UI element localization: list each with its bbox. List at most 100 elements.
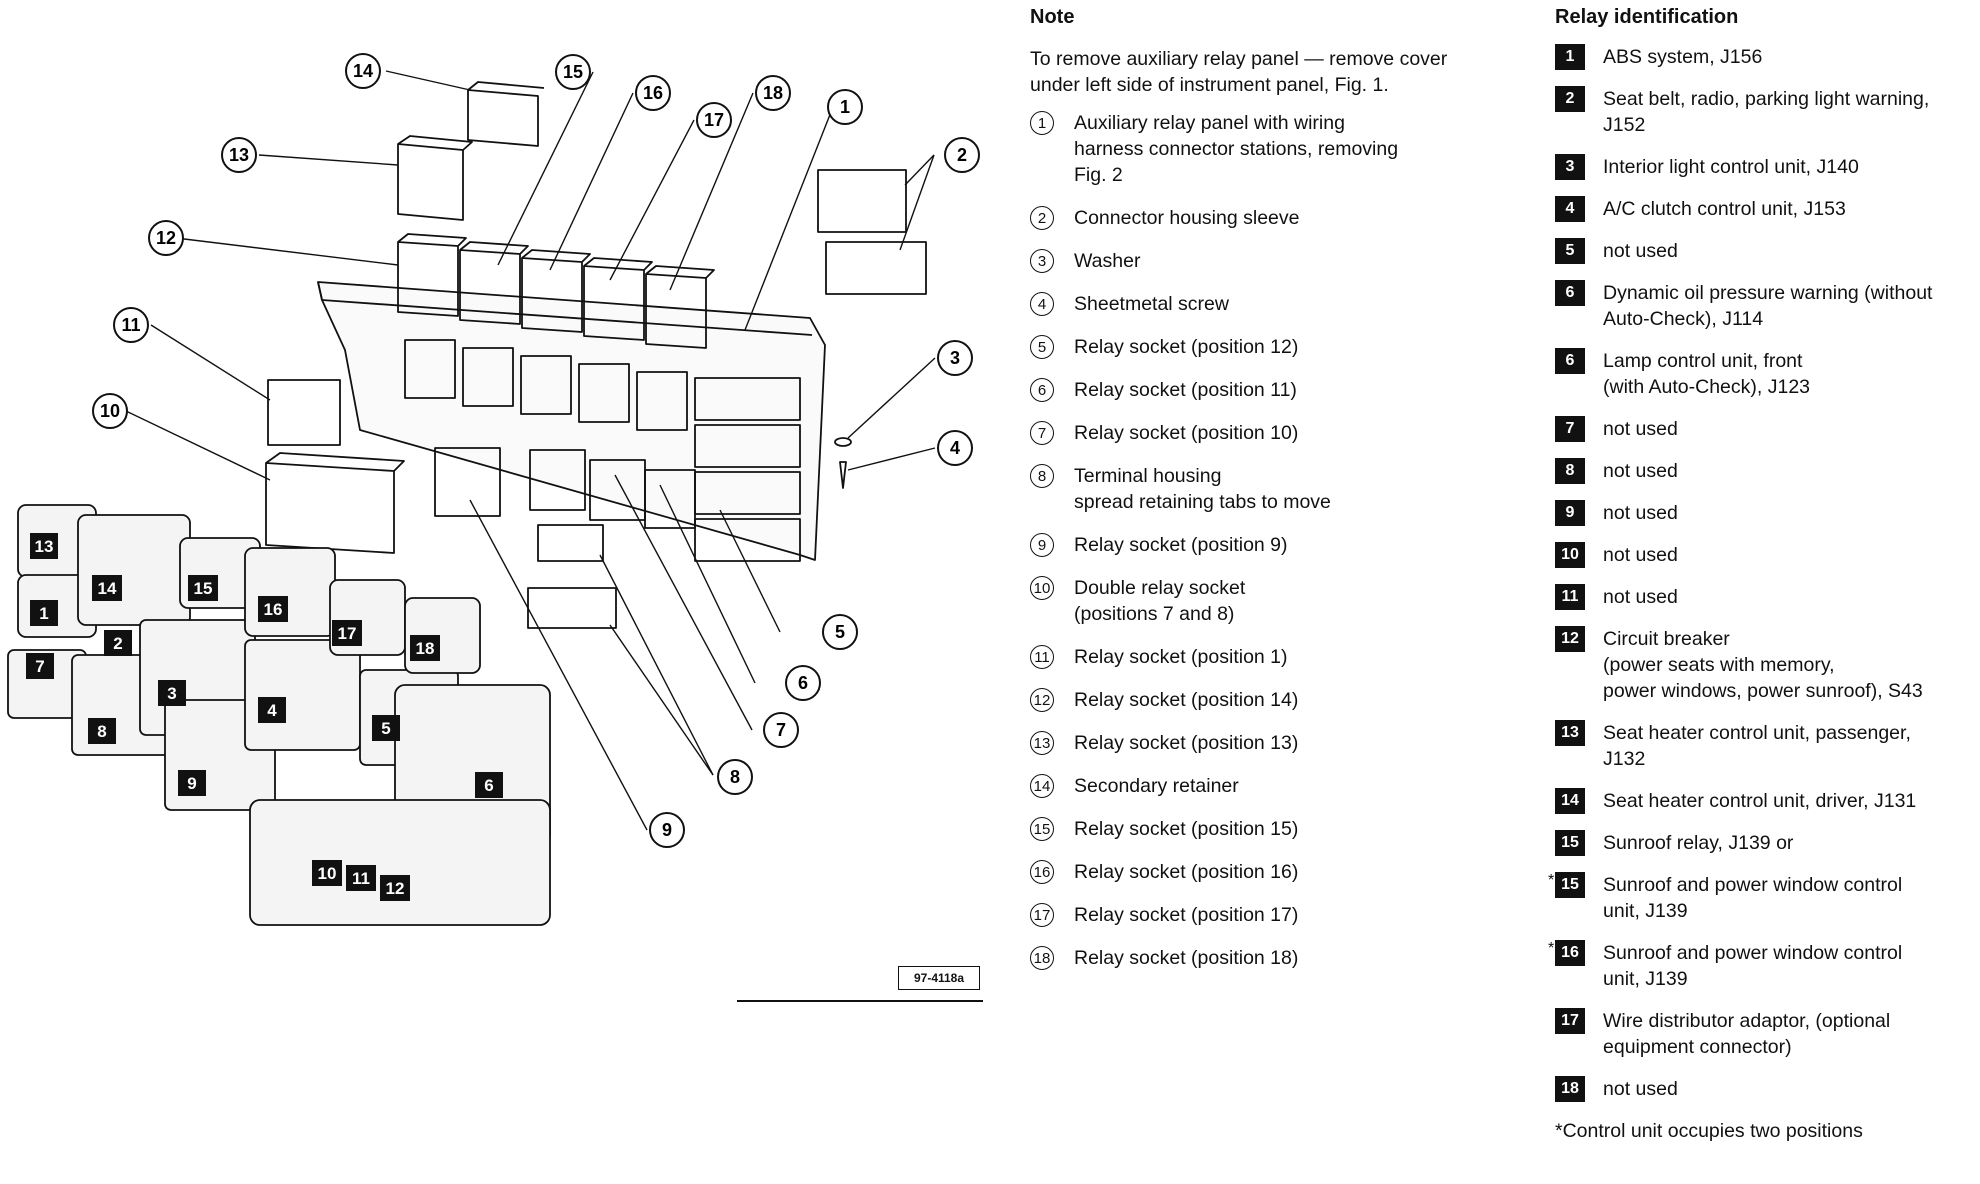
socket-13-part — [397, 135, 473, 221]
relay-text: not used — [1603, 1078, 1678, 1100]
legend-text: Relay socket (position 18) — [1074, 947, 1299, 969]
legend-number: 1 — [1030, 111, 1054, 135]
relay-text: A/C clutch control unit, J153 — [1603, 198, 1846, 220]
svg-text:2: 2 — [957, 145, 967, 165]
legend-number: 12 — [1030, 688, 1054, 712]
callout-13: 13 — [221, 137, 257, 173]
svg-text:14: 14 — [98, 579, 117, 598]
callout-1: 1 — [827, 89, 863, 125]
svg-text:13: 13 — [35, 537, 54, 556]
callout-10: 10 — [92, 393, 128, 429]
relay-label-3: 3 — [158, 680, 186, 706]
relay-label-17: 17 — [332, 620, 362, 646]
washer-part — [834, 437, 852, 447]
legend-text: Relay socket (position 13) — [1074, 732, 1299, 754]
relay-identification-title: Relay identification — [1555, 6, 1739, 28]
svg-text:4: 4 — [950, 438, 960, 458]
relay-label-18: 18 — [410, 635, 440, 661]
relay-text: Interior light control unit, J140 — [1603, 156, 1859, 178]
relay-star: * — [1548, 872, 1555, 889]
svg-text:10: 10 — [100, 401, 120, 421]
svg-text:17: 17 — [704, 110, 724, 130]
relay-text: Seat heater control unit, passenger, J13… — [1603, 722, 1911, 770]
relay-number: 11 — [1555, 584, 1585, 610]
connector-housing-sleeve — [817, 169, 907, 233]
callout-7: 7 — [763, 712, 799, 748]
legend-number: 15 — [1030, 817, 1054, 841]
socket-11-part — [267, 379, 341, 446]
relay-number: 13 — [1555, 720, 1585, 746]
legend-number: 10 — [1030, 576, 1054, 600]
relay-text: Sunroof relay, J139 or — [1603, 832, 1794, 854]
legend-number: 16 — [1030, 860, 1054, 884]
relay-text: Sunroof and power window control unit, J… — [1603, 874, 1903, 922]
svg-text:8: 8 — [730, 767, 740, 787]
svg-text:14: 14 — [353, 61, 373, 81]
callout-8: 8 — [717, 759, 753, 795]
terminal-housing — [537, 524, 604, 562]
legend-number: 3 — [1030, 249, 1054, 273]
legend-text: Terminal housing spread retaining tabs t… — [1074, 465, 1331, 513]
relay-number: 7 — [1555, 416, 1585, 442]
legend-number: 8 — [1030, 464, 1054, 488]
legend-text: Relay socket (position 11) — [1074, 379, 1297, 401]
legend-text: Secondary retainer — [1074, 775, 1239, 797]
callout-18: 18 — [755, 75, 791, 111]
relay-number: 14 — [1555, 788, 1585, 814]
relay-label-5: 5 — [372, 715, 400, 741]
secondary-retainer-part — [467, 81, 545, 147]
callout-9: 9 — [649, 812, 685, 848]
relay-text: Dynamic oil pressure warning (without Au… — [1603, 282, 1933, 330]
svg-text:8: 8 — [97, 722, 106, 741]
svg-text:16: 16 — [643, 83, 663, 103]
svg-text:12: 12 — [156, 228, 176, 248]
svg-text:6: 6 — [798, 673, 808, 693]
callout-15: 15 — [555, 54, 591, 90]
legend-text: Relay socket (position 10) — [1074, 422, 1299, 444]
callout-4: 4 — [937, 430, 973, 466]
svg-text:10: 10 — [318, 864, 337, 883]
note-intro: To remove auxiliary relay panel — remove… — [1030, 48, 1448, 96]
callout-6: 6 — [785, 665, 821, 701]
svg-text:7: 7 — [35, 657, 44, 676]
middle-socket-row — [404, 339, 688, 431]
legend-text: Double relay socket (positions 7 and 8) — [1074, 577, 1246, 625]
note-section: Note To remove auxiliary relay panel — r… — [1030, 4, 1470, 988]
relay-number: 9 — [1555, 500, 1585, 526]
legend-item: 8 Terminal housing spread retaining tabs … — [1030, 463, 1470, 515]
relay-text: Circuit breaker (power seats with memory… — [1603, 628, 1923, 702]
svg-text:1: 1 — [840, 97, 850, 117]
relay-text: ABS system, J156 — [1603, 46, 1763, 68]
svg-text:5: 5 — [381, 719, 390, 738]
relay-number: 3 — [1555, 154, 1585, 180]
relay-label-2: 2 — [104, 630, 132, 656]
callout-11: 11 — [113, 307, 149, 343]
callout-12: 12 — [148, 220, 184, 256]
callout-14: 14 — [345, 53, 381, 89]
svg-text:15: 15 — [194, 579, 213, 598]
svg-text:5: 5 — [835, 622, 845, 642]
relay-text: not used — [1603, 502, 1678, 524]
legend-number: 6 — [1030, 378, 1054, 402]
socket-9-part — [434, 447, 501, 517]
relay-label-8: 8 — [88, 718, 116, 744]
